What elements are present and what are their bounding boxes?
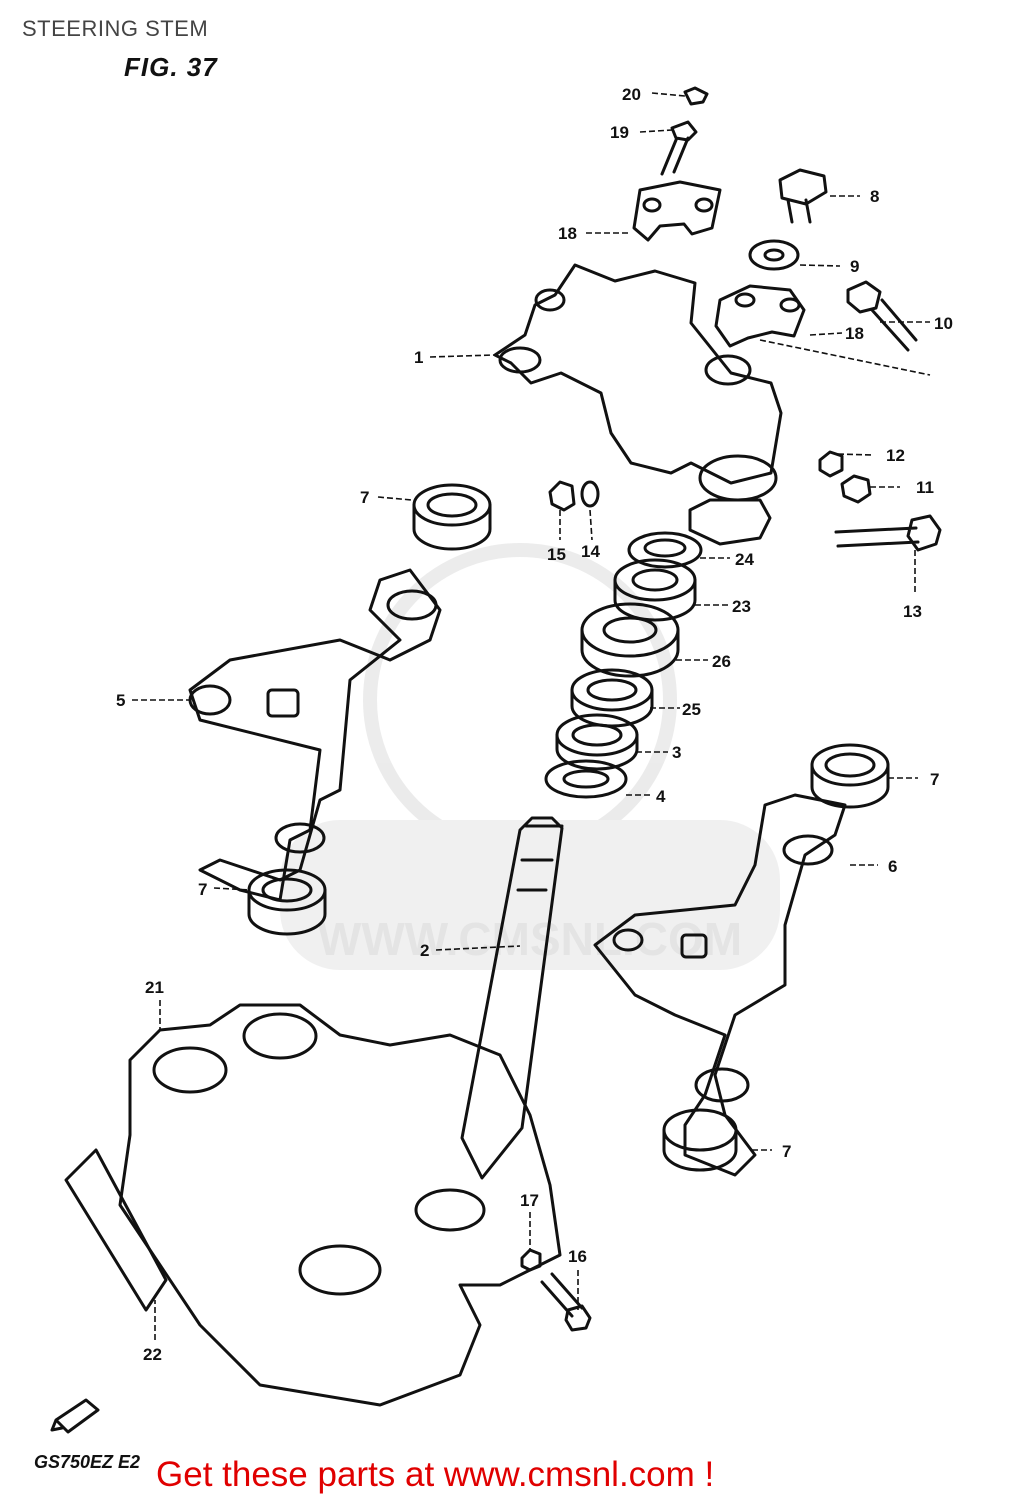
callout-25: 25 [682, 700, 701, 719]
footer-link[interactable]: Get these parts at www.cmsnl.com ! [156, 1455, 715, 1494]
callout-18b: 18 [845, 324, 864, 343]
callout-21: 21 [145, 978, 164, 997]
callout-14: 14 [581, 542, 600, 561]
callout-8: 8 [870, 187, 879, 206]
part-11-nut [840, 474, 872, 504]
callout-10: 10 [934, 314, 953, 333]
part-5-left-bracket [188, 568, 442, 902]
callout-17: 17 [520, 1191, 539, 1210]
part-15-nut [548, 480, 576, 512]
part-13-bolt [834, 514, 942, 552]
part-18b-cap [714, 284, 806, 348]
callout-5: 5 [116, 691, 125, 710]
part-19-bolt [660, 120, 698, 176]
callout-24: 24 [735, 550, 754, 569]
page-title: STEERING STEM [22, 16, 209, 41]
callout-13: 13 [903, 602, 922, 621]
figure-label: FIG. 37 [124, 52, 218, 82]
callout-2: 2 [420, 941, 429, 960]
part-12-nut [818, 450, 844, 478]
part-18a-cap [632, 180, 722, 242]
callout-23: 23 [732, 597, 751, 616]
callout-20: 20 [622, 85, 641, 104]
part-7a-grommet [412, 483, 492, 551]
model-code: GS750EZ E2 [34, 1452, 141, 1472]
callout-3: 3 [672, 743, 681, 762]
part-2-steering-stem [460, 816, 564, 1180]
part-4-seal [544, 759, 628, 799]
callout-labels: 20 19 8 18 9 10 18 1 12 11 7 15 14 24 13… [116, 85, 953, 1364]
callout-16: 16 [568, 1247, 587, 1266]
callout-12: 12 [886, 446, 905, 465]
part-10-bolt [846, 280, 918, 352]
part-22-label [64, 1148, 168, 1312]
callout-19: 19 [610, 123, 629, 142]
part-25-bearing [570, 668, 654, 728]
watermark: WWW.CMSNL.COM [280, 543, 780, 970]
part-1-upper-bracket [493, 263, 783, 485]
callout-22: 22 [143, 1345, 162, 1364]
callout-7a: 7 [360, 488, 369, 507]
part-7b-grommet [810, 743, 890, 809]
part-20-screw [683, 86, 709, 106]
part-23-nut [613, 558, 697, 622]
part-3-race [555, 713, 639, 771]
part-6-right-bracket [593, 793, 847, 1177]
part-24-washer [627, 531, 703, 569]
callout-9: 9 [850, 257, 859, 276]
callout-26: 26 [712, 652, 731, 671]
callout-7c: 7 [198, 880, 207, 899]
leader-lines [132, 92, 931, 1340]
callout-7d: 7 [782, 1142, 791, 1161]
callout-7b: 7 [930, 770, 939, 789]
callout-11: 11 [916, 478, 934, 497]
callout-15: 15 [547, 545, 566, 564]
part-14-washer [580, 480, 600, 508]
part-7c-grommet [247, 868, 327, 936]
part-8-bolt [778, 168, 828, 224]
callout-1: 1 [414, 348, 423, 367]
part-16-bolt [540, 1272, 592, 1332]
part-9-washer [748, 239, 800, 271]
part-drawings [50, 86, 942, 1434]
callout-4: 4 [656, 787, 666, 806]
callout-18a: 18 [558, 224, 577, 243]
part-17-nut [520, 1248, 542, 1272]
forward-arrow-icon [50, 1398, 100, 1434]
callout-6: 6 [888, 857, 897, 876]
part-21-lower-bracket [118, 1003, 562, 1407]
part-26-cover [580, 602, 680, 678]
watermark-text: WWW.CMSNL.COM [318, 913, 742, 965]
